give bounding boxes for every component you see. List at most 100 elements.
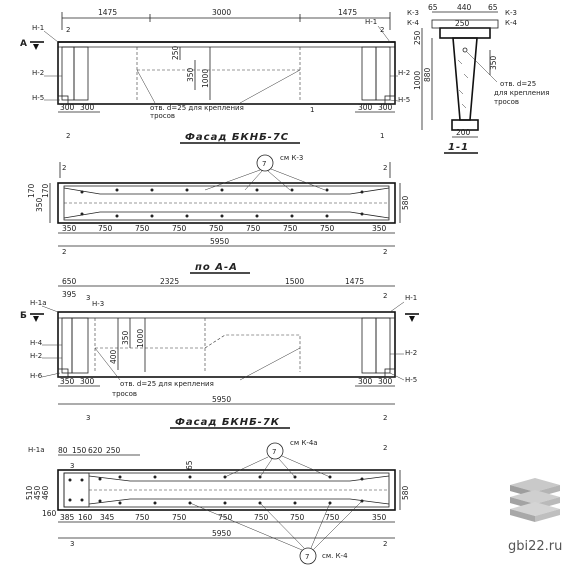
mark-2-p2-top: 2 [383,444,387,452]
dim-1000-f2: 1000 [136,329,145,348]
mark-1-bottom: 1 [380,132,384,140]
label-n1-f2: Н-1 [405,294,417,302]
dim-2325: 2325 [160,277,179,286]
dim-1000: 1000 [201,69,210,88]
label-n2-left: Н-2 [32,69,44,77]
dim-580-p2: 580 [401,485,410,500]
mark-2-plan-br: 2 [383,248,387,256]
label-n3: Н-3 [92,300,104,308]
dim-1475-f2: 1475 [345,277,364,286]
f2-hole-note: отв. d=25 для крепления [120,380,214,388]
facade2-title: Фасад БКНБ-7К [175,417,280,428]
label-n5-right: Н-5 [398,96,410,104]
dim-750-p2-1: 750 [135,513,150,522]
dim-750-6: 750 [283,224,298,233]
dim-750-1: 750 [98,224,113,233]
dim-160-l: 160 [42,509,57,518]
hole-note-2: тросов [150,112,175,120]
label-n5-f2: Н-5 [405,376,417,384]
label-n5-left: Н-5 [32,94,44,102]
dim-160: 160 [78,513,93,522]
label-n6: Н-6 [30,372,43,380]
dim-460: 460 [41,485,50,500]
mark-2-plan-tl: 2 [62,164,66,172]
dim-750-p2-3: 750 [218,513,233,522]
mark-2-p2-bottom: 2 [383,540,387,548]
section-1-1: 65 440 65 250 К-3 К-4 К-3 К-4 1000 880 2… [407,3,549,154]
mark-2-plan-bl: 2 [62,248,66,256]
dim-80: 80 [58,446,68,455]
dim-345: 345 [100,513,115,522]
dim-300-r1: 300 [358,103,373,112]
mark-2-f2-top: 2 [383,292,387,300]
f2-hole-note-2: тросов [112,390,137,398]
dim-880: 880 [423,67,432,82]
label-k3-right: К-3 [505,9,517,17]
label-k4-right: К-4 [505,19,517,27]
callout-7-p2-bottom [299,547,317,565]
dim-750-3: 750 [172,224,187,233]
dim-1500: 1500 [285,277,304,286]
plan-2: 80 150 620 250 3 2 Н-1а 7 см К-4а [25,439,410,565]
dim-510: 510 [25,485,34,500]
plan1-title: по А-А [195,262,238,273]
mark-2-bottom: 2 [66,132,70,140]
plan-a-a: 2 2 7 см К-3 170 [27,154,410,274]
dim-65-r: 65 [488,3,498,12]
cut-arrow-icon [33,44,39,50]
label-n1a-p2: Н-1а [28,446,45,454]
dim-65-l: 65 [428,3,438,12]
dim-plan1-left-3: 170 [41,183,50,198]
label-n2-f2: Н-2 [30,352,42,360]
dim-1475-right: 1475 [338,8,357,17]
dim-350-f2: 350 [121,330,130,345]
mark-2: 2 [66,26,70,34]
dim-300-l2: 300 [80,103,95,112]
mark-3-top: 3 [86,294,90,302]
dim-450: 450 [33,485,42,500]
cut-arrow-icon [33,316,39,322]
facade1-title: Фасад БКНБ-7С [185,132,289,143]
callout-7-text: 7 [262,160,266,168]
callout-7-p2-note: см К-4а [290,439,318,447]
callout-7-p2-text: 7 [272,448,276,456]
dim-650: 650 [62,277,77,286]
mark-2-f2-bottom: 2 [383,414,387,422]
mark-2: 2 [380,26,384,34]
mark-2-plan-tr: 2 [383,164,387,172]
dim-300-f2l: 300 [80,377,95,386]
cut-mark-a: А [20,39,27,49]
mark-3-bottom: 3 [86,414,90,422]
label-n1a: Н-1а [30,299,47,307]
dim-plan1-left-1: 170 [27,183,36,198]
dim-250: 250 [171,45,180,60]
sec-hole-note-2: для крепления [494,89,549,97]
cut-arrow-icon [409,316,415,322]
dim-350-sec: 350 [489,55,498,70]
callout-7-p2-top [266,442,284,460]
dim-300-f2r1: 300 [358,377,373,386]
dim-total-plan1: 5950 [210,237,229,246]
dim-200: 200 [456,128,471,137]
dim-250-top: 250 [455,19,470,28]
dim-440: 440 [457,3,472,12]
dim-150: 150 [72,446,87,455]
dim-350-pl: 350 [62,224,77,233]
facade-bknb-7s: 1475 3000 1475 2 2 250 350 1000 отв. d=2… [20,8,410,144]
dim-750-4: 750 [209,224,224,233]
mark-3-p2-top: 3 [70,462,74,470]
dim-1475-left: 1475 [98,8,117,17]
dim-350-pr: 350 [372,224,387,233]
dim-750-p2-4: 750 [254,513,269,522]
label-n2-right: Н-2 [398,69,410,77]
dim-350: 350 [186,67,195,82]
dim-385: 385 [60,513,75,522]
facade-bknb-7k: 650 395 2325 1500 1475 3 400 350 1000 от… [20,277,419,429]
callout-7-note: см К-3 [280,154,303,162]
label-n4: Н-4 [30,339,43,347]
mark-1: 1 [310,106,314,114]
hole-note: отв. d=25 для крепления [150,104,244,112]
sec-hole-note-3: тросов [494,98,519,106]
dim-300-f2r2: 300 [378,377,393,386]
